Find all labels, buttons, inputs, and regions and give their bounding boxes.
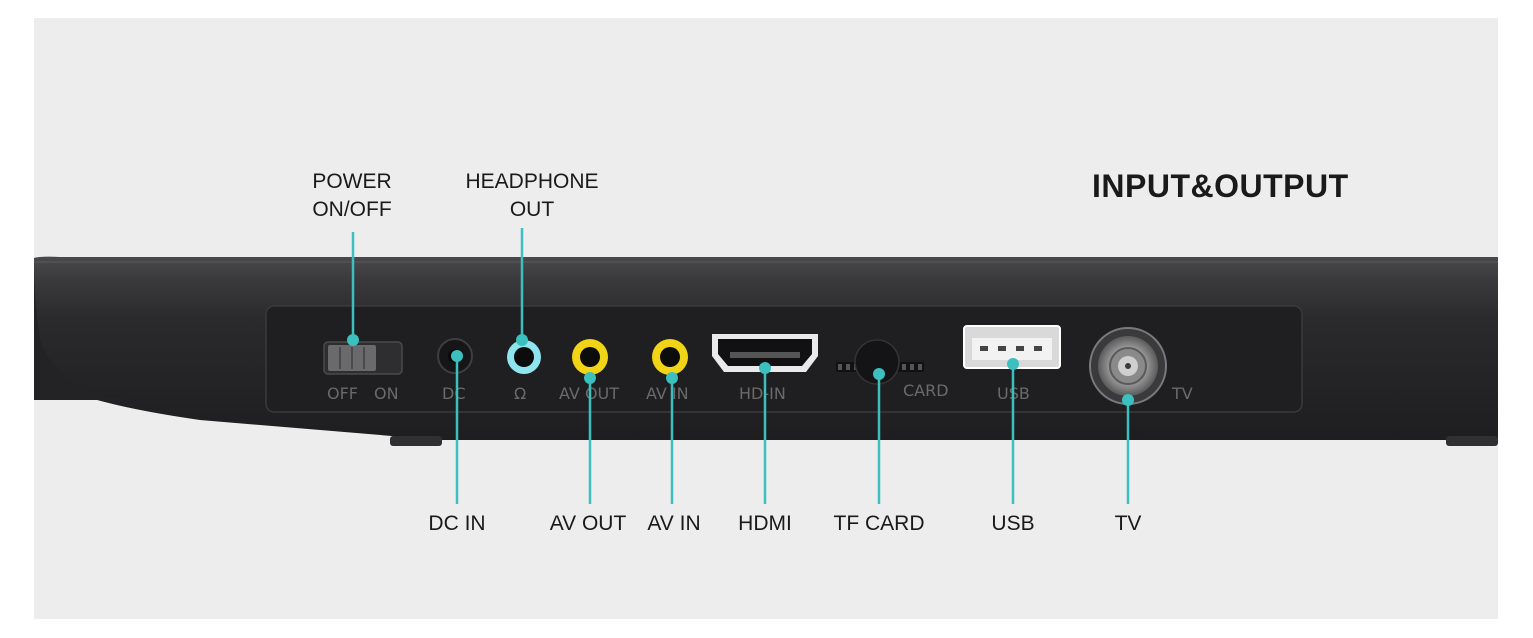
power-switch[interactable] bbox=[323, 341, 403, 375]
callout-dot-power bbox=[347, 334, 359, 346]
print-tv: TV bbox=[1171, 384, 1193, 403]
callout-dot-av-in bbox=[666, 372, 678, 384]
label-usb: USB bbox=[991, 512, 1035, 535]
print-on: ON bbox=[374, 384, 399, 403]
card-slot-tooth bbox=[838, 364, 842, 370]
print-headphone-symbol: Ω bbox=[514, 384, 526, 403]
callout-lines bbox=[347, 228, 1134, 504]
headphone-jack[interactable] bbox=[507, 340, 541, 374]
av-in-jack[interactable] bbox=[652, 339, 688, 375]
card-slot-tooth bbox=[918, 364, 922, 370]
callout-dot-tf-card bbox=[873, 368, 885, 380]
usb-port[interactable] bbox=[963, 325, 1061, 369]
hdmi-port[interactable] bbox=[712, 334, 818, 372]
callout-dot-dc bbox=[451, 350, 463, 362]
callout-dot-av-out bbox=[584, 372, 596, 384]
label-power: POWER ON/OFF bbox=[312, 168, 391, 224]
page-title: INPUT&OUTPUT bbox=[1092, 168, 1349, 204]
label-av-in: AV IN bbox=[647, 512, 701, 535]
tv-coax-connector[interactable] bbox=[1089, 327, 1167, 405]
label-av-out: AV OUT bbox=[549, 512, 627, 535]
callout-dot-headphone bbox=[516, 334, 528, 346]
print-av-in: AV IN bbox=[646, 384, 689, 403]
callout-dot-hdmi bbox=[759, 362, 771, 374]
label-headphone: HEADPHONE OUT bbox=[465, 168, 598, 224]
label-tv: TV bbox=[1114, 512, 1142, 535]
label-headphone-line2: OUT bbox=[509, 198, 555, 221]
label-power-line2: ON/OFF bbox=[312, 198, 392, 221]
label-dc-in: DC IN bbox=[428, 512, 486, 535]
label-power-line1: POWER bbox=[312, 170, 392, 193]
card-slot-tooth bbox=[846, 364, 850, 370]
print-hdmi: HD-IN bbox=[739, 384, 786, 403]
tf-card-slot[interactable] bbox=[836, 339, 924, 385]
print-card: CARD bbox=[903, 381, 949, 400]
card-slot-tooth bbox=[902, 364, 906, 370]
label-tf-card: TF CARD bbox=[833, 512, 925, 535]
callout-dot-tv bbox=[1122, 394, 1134, 406]
panel-printing: OFF ON DC Ω AV OUT AV IN HD-IN CARD USB … bbox=[327, 381, 1193, 403]
print-dc: DC bbox=[442, 384, 466, 403]
card-slot-tooth bbox=[910, 364, 914, 370]
label-hdmi: HDMI bbox=[738, 512, 792, 535]
callout-dot-usb bbox=[1007, 358, 1019, 370]
av-out-jack[interactable] bbox=[572, 339, 608, 375]
print-off: OFF bbox=[327, 384, 358, 403]
label-headphone-line1: HEADPHONE bbox=[465, 170, 599, 193]
